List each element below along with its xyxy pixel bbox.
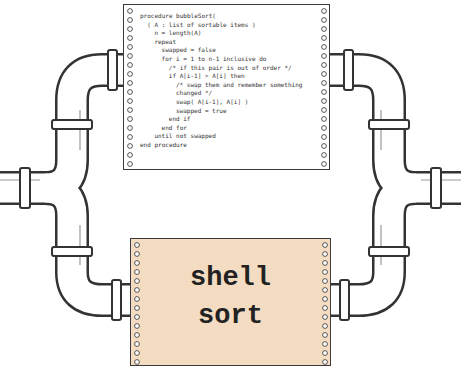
code-line: /* if this pair is out of order */	[140, 64, 315, 73]
title-sheet: shell sort	[130, 238, 331, 366]
code-line: ( A : list of sortable items )	[140, 21, 315, 30]
code-line: swapped = false	[140, 46, 315, 55]
code-sheet: procedure bubbleSort(( A : list of sorta…	[123, 4, 330, 170]
code-line: until not swapped	[140, 132, 315, 141]
code-line: /* swap them and remember something chan…	[140, 81, 315, 98]
code-line: end procedure	[140, 141, 315, 150]
code-line: procedure bubbleSort(	[140, 12, 315, 21]
code-line: end if	[140, 115, 315, 124]
code-line: end for	[140, 124, 315, 133]
code-line: if A[i-1] > A[i] then	[140, 72, 315, 81]
code-line: swapped = true	[140, 107, 315, 116]
code-line: repeat	[140, 38, 315, 47]
sheet-title: shell sort	[171, 259, 291, 335]
code-line: swap( A[i-1], A[i] )	[140, 98, 315, 107]
code-line: for i = 1 to n-1 inclusive do	[140, 55, 315, 64]
code-line: n = length(A)	[140, 29, 315, 38]
